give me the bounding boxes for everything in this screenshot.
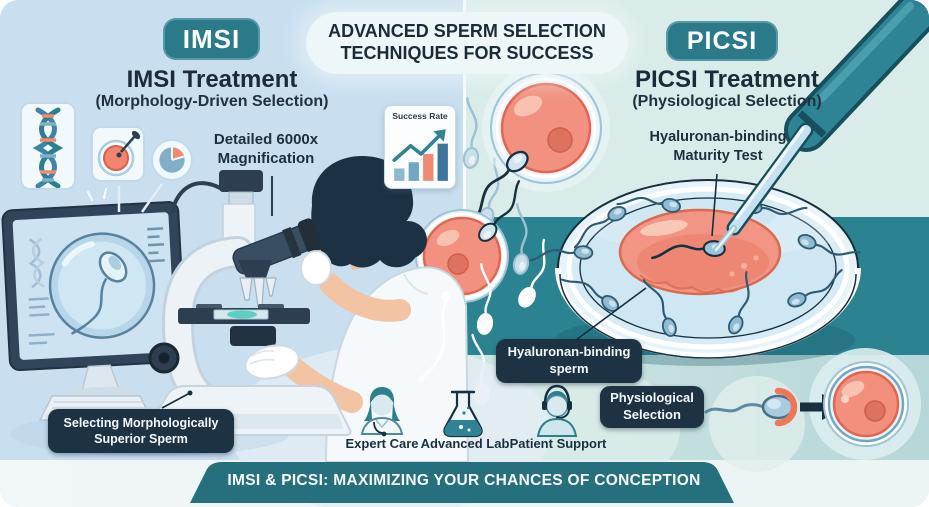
binding-pointer-line: [575, 287, 647, 341]
picsi-title: PICSI Treatment: [634, 66, 820, 93]
glow-shape: [709, 376, 805, 472]
headset-icon: [536, 384, 578, 437]
egg-cell-result: [823, 361, 909, 447]
eye: [313, 212, 324, 217]
header-banner: ADVANCED SPERM SELECTION TECHNIQUES FOR …: [306, 12, 628, 74]
upper-arm: [319, 273, 411, 322]
screen-sperm-view: [48, 232, 156, 339]
imsi-badge: IMSI: [163, 18, 260, 60]
success-rate-label: Success Rate: [392, 111, 448, 121]
feature-label-advanced-lab: Advanced Lab: [420, 436, 510, 451]
selection-result-illustration: [704, 361, 909, 447]
dna-icon: [20, 102, 76, 190]
header-title: ADVANCED SPERM SELECTION TECHNIQUES FOR …: [328, 21, 606, 63]
maturity-pointer-line: [711, 173, 718, 237]
specimen-glow: [227, 310, 257, 319]
pie-chart-icon: [151, 139, 193, 181]
doctor-icon: [360, 387, 404, 437]
coral-crescent: [774, 387, 798, 427]
binding-callout: Hyaluronan-binding sperm: [496, 339, 642, 383]
sparkle-icon: [87, 188, 107, 201]
petri-dish-illustration: [529, 179, 861, 366]
imsi-subtitle: (Morphology-Driven Selection): [95, 93, 329, 110]
physiological-callout: Physiological Selection: [600, 386, 704, 428]
sperm-tail: [704, 403, 766, 414]
feature-label-expert-care: Expert Care: [345, 436, 419, 451]
hair-bun: [389, 221, 427, 259]
screen-dna-icon: [28, 237, 50, 317]
icsi-egg-icon: [91, 126, 145, 182]
icon-connector-line: [140, 183, 164, 213]
success-rate-card: Success Rate: [384, 105, 456, 189]
screen-text-lines: [28, 227, 165, 345]
picsi-subtitle: (Physiological Selection): [632, 93, 822, 110]
condenser: [230, 326, 276, 346]
monitor-illustration: [1, 201, 187, 402]
flask-icon: [443, 390, 483, 438]
camera-cable: [170, 181, 226, 214]
pipette-illustration: [713, 0, 929, 253]
imsi-title: IMSI Treatment: [126, 66, 298, 93]
feature-label-patient-support: Patient Support: [509, 436, 607, 451]
selection-callout: Selecting Morphologically Superior Sperm: [48, 409, 234, 453]
selection-pointer-line: [161, 393, 189, 409]
left-panel-illustration: [1, 156, 550, 507]
camera-module: [219, 170, 263, 192]
maturity-note: Hyaluronan-binding Maturity Test: [649, 129, 787, 164]
objective-turret: [238, 260, 272, 278]
sperm-head-highlight: [767, 399, 781, 409]
picsi-badge: PICSI: [666, 21, 778, 61]
gloved-hands: [244, 250, 332, 380]
eyebrow: [314, 201, 328, 208]
accent-sperm-white: [418, 291, 451, 382]
success-rate-chart-icon: [392, 129, 448, 181]
footer-banner-title: IMSI & PICSI: MAXIMIZING YOUR CHANCES OF…: [227, 472, 701, 489]
footer-banner-shape: [190, 462, 734, 503]
magnification-note: Detailed 6000x Magnification: [213, 131, 319, 167]
